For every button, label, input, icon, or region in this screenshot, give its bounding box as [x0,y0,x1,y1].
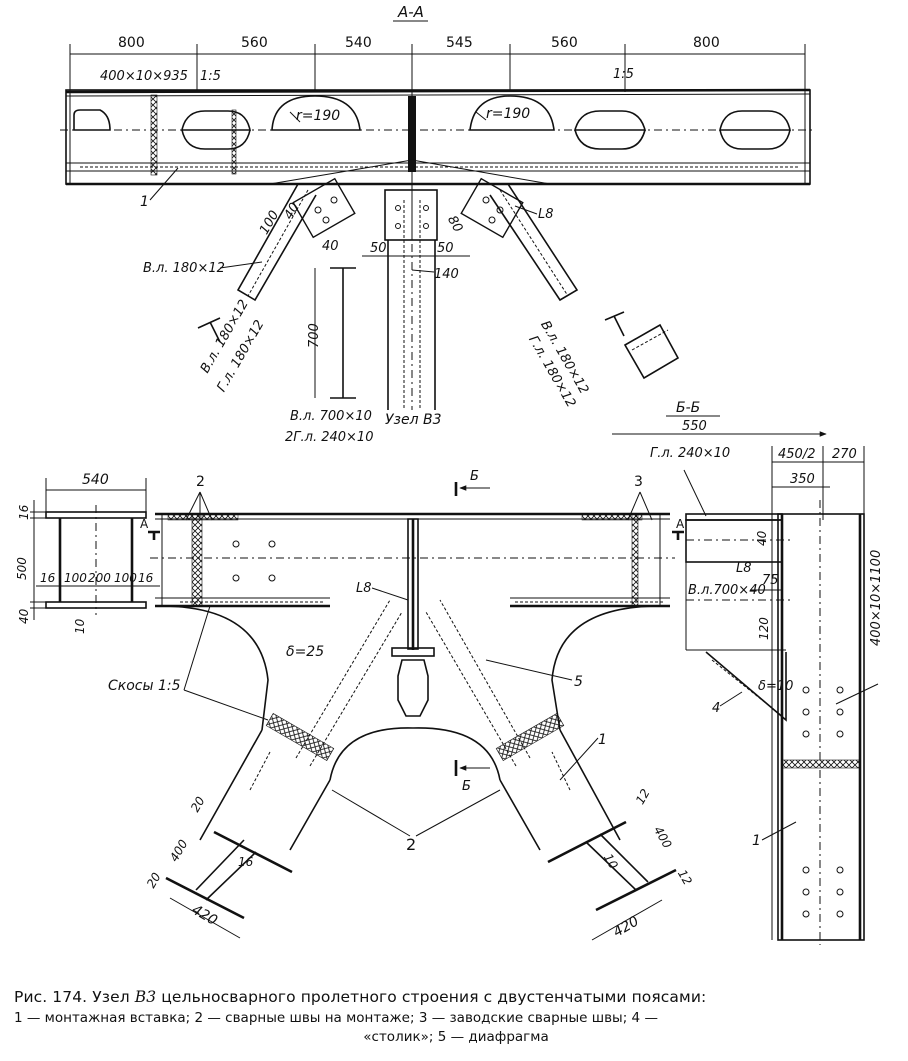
cs-dim-16b: 16 [40,571,56,585]
aa-dim-540: 540 [345,35,372,51]
callout-3: 3 [634,474,643,490]
aa-slope-left: 1:5 [200,69,221,84]
main-delta-25: δ=25 [286,644,324,660]
cs-dim-16a: 16 [17,504,31,520]
aa-dim-50a: 50 [370,241,387,256]
bb-dim-120: 120 [757,617,771,640]
aa-dim-700: 700 [307,323,322,348]
lb-dim-20b: 20 [144,870,164,891]
structural-drawing: А-А 800 560 540 545 560 800 400×10×935 1… [15,3,884,945]
main-callout-1: 1 [598,732,607,748]
aa-radius-left: r=190 [296,108,340,124]
caption-legend-line2: «столик»; 5 — диафрагма [363,1029,549,1045]
caption-legend: 1 — монтажная вставка; 2 — сварные швы н… [14,1009,898,1047]
aa-gl-240: 2Г.л. 240×10 [285,430,373,445]
aa-angle-l8: L8 [538,207,554,222]
main-skosy: Скосы 1:5 [108,678,181,694]
aa-dim-80: 80 [444,213,465,235]
bb-plate: 400×10×1100 [869,550,884,646]
bb-vl-700x40: В.л.700×40 [688,583,766,598]
main-view: А А Б Б 2 3 L8 [108,469,695,941]
rb-dim-12b: 12 [675,867,695,887]
cs-dim-100a: 100 [64,571,87,585]
main-angle-l8: L8 [356,581,372,596]
left-i-section: 20 400 16 20 420 [144,794,293,939]
rb-dim-12a: 12 [633,786,653,806]
section-aa-title: А-А [397,3,424,21]
figure-caption: Рис. 174. Узел В3 цельносварного пролетн… [14,988,898,1047]
caption-title-node: В3 [134,988,157,1006]
aa-dim-140: 140 [434,267,459,282]
aa-radius-right: r=190 [486,106,530,122]
section-aa: А-А 800 560 540 545 560 800 400×10×935 1… [60,3,815,445]
mark-b-top: Б [470,469,479,484]
bb-title: Б-Б [676,400,700,416]
lb-dim-400a: 400 [167,837,191,864]
bb-dim-350: 350 [790,472,815,487]
aa-dim-800-left: 800 [118,35,145,51]
mark-a-left: А [140,517,149,531]
right-i-section: 12 400 10 12 420 [547,786,695,941]
aa-dim-560-left: 560 [241,35,268,51]
cs-dim-16c: 16 [138,571,154,585]
aa-i-section: 700 [307,267,356,399]
aa-node-label: Узел В3 [385,412,442,428]
left-diagonal-brace [199,599,403,851]
aa-vl-700: В.л. 700×10 [290,409,372,424]
aa-right-diagonal [460,177,579,302]
aa-dim-40: 40 [281,201,302,223]
aa-plate-label: 400×10×935 [100,69,188,84]
caption-title: Рис. 174. Узел В3 цельносварного пролетн… [14,988,898,1006]
callout-2-top: 2 [196,474,205,490]
aa-callout-1: 1 [140,194,149,210]
aa-dim-50b: 50 [437,241,454,256]
aa-center-vertical [384,189,438,410]
caption-legend-line1: 1 — монтажная вставка; 2 — сварные швы н… [14,1010,658,1026]
aa-left-diagonal [236,177,356,302]
bb-callout-4: 4 [712,701,720,716]
bb-dim-75: 75 [762,573,779,588]
bb-dim-270: 270 [832,447,857,462]
bb-angle-l8: L8 [736,561,752,576]
lb-dim-420a: 420 [189,902,220,929]
bb-dim-450: 450/2 [778,447,815,462]
bb-dim-550: 550 [682,419,707,434]
caption-title-prefix: Рис. 174. Узел [14,988,135,1006]
callout-5: 5 [574,674,583,690]
section-bb: Б-Б 550 Г.л. 240×10 450/2 270 350 40 L8 … [612,400,884,945]
bb-delta-10: δ=10 [758,679,793,694]
cs-dim-10: 10 [73,618,87,634]
aa-dim-800-right: 800 [693,35,720,51]
cs-dim-100b: 100 [114,571,137,585]
aa-slope-right: 1:5 [613,67,634,82]
aa-dim-40b: 40 [322,239,339,254]
lb-dim-20a: 20 [188,794,208,815]
aa-dim-100: 100 [257,208,282,237]
caption-title-rest: цельносварного пролетного строения с дву… [156,988,707,1006]
aa-dim-560-right: 560 [551,35,578,51]
cs-dim-200: 200 [88,571,111,585]
aa-dimension-labels: 800 560 540 545 560 800 [118,35,720,51]
cross-section: 540 16 500 40 16 100 200 100 16 10 [15,472,160,634]
cs-dim-40: 40 [17,608,31,624]
mark-a-right: А [676,517,685,531]
rb-dim-10: 10 [601,851,621,872]
aa-dim-545: 545 [446,35,473,51]
rb-dim-400b: 400 [651,824,675,851]
bb-gl-240: Г.л. 240×10 [650,446,730,461]
cs-dim-540: 540 [82,472,109,488]
bb-dim-40: 40 [755,530,769,546]
cs-dim-500: 500 [15,557,29,580]
aa-vl-left: В.л. 180×12 [143,261,225,276]
lb-dim-16: 16 [238,855,254,869]
bb-callout-1: 1 [752,833,761,849]
right-diagonal-brace [425,599,621,851]
callout-2-bottom: 2 [406,835,416,854]
mark-b-bottom: Б [462,779,471,794]
